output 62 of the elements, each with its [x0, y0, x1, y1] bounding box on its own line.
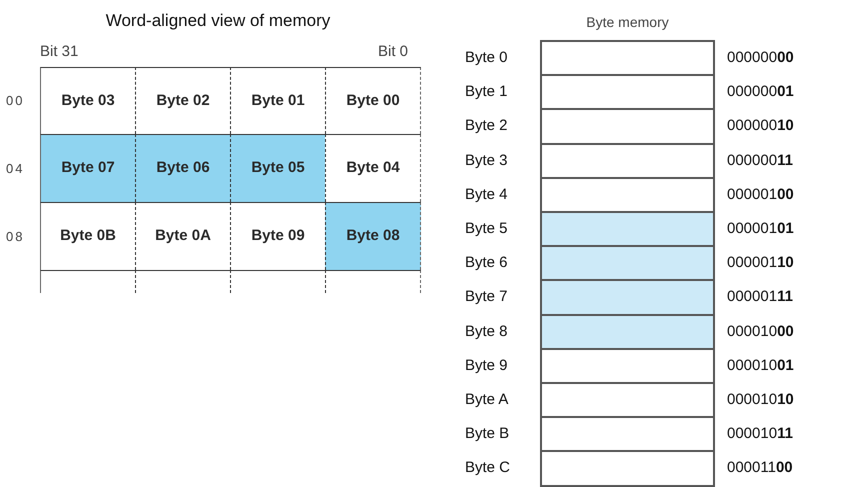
byte-label: Byte 4	[465, 184, 508, 205]
byte-label: Byte B	[465, 424, 510, 444]
text-label: Bit 31	[40, 42, 78, 62]
memory-cell	[40, 270, 135, 293]
byte-label: Byte C	[465, 458, 510, 478]
memory-cell: Byte 08	[325, 202, 421, 270]
text-label: Byte memory	[585, 13, 670, 32]
memory-cell: Byte 0B	[40, 202, 135, 270]
memory-cell: Byte 09	[230, 202, 325, 270]
byte-label: Byte 0	[465, 48, 508, 68]
address-label: 00000001	[727, 82, 794, 102]
memory-cell: Byte 06	[135, 134, 230, 202]
address-label: 00001100	[727, 458, 793, 478]
memory-cell: Byte 02	[135, 67, 230, 134]
byte-label: Byte 9	[465, 356, 508, 376]
memory-cell	[540, 40, 715, 76]
memory-cell: Byte 01	[230, 67, 325, 134]
memory-cell	[540, 245, 715, 282]
address-label: 00000101	[727, 219, 794, 239]
address-label: 00000110	[727, 253, 794, 274]
address-label: 00000000	[727, 48, 794, 68]
memory-cell	[540, 142, 715, 179]
memory-cell	[540, 382, 715, 418]
text-label: 04	[6, 160, 24, 178]
text-label: 00	[6, 92, 24, 110]
byte-label: Byte 8	[465, 322, 508, 342]
memory-cell: Byte 0A	[135, 202, 230, 270]
memory-cell	[540, 279, 715, 316]
address-label: 00001010	[727, 390, 794, 410]
memory-cell	[540, 314, 715, 350]
memory-cell	[540, 450, 715, 487]
memory-cell	[540, 416, 715, 452]
byte-label: Byte 5	[465, 219, 508, 239]
address-label: 00001000	[727, 322, 794, 342]
byte-label: Byte 2	[465, 116, 508, 136]
address-label: 00000011	[727, 150, 793, 171]
memory-cell: Byte 03	[40, 67, 135, 134]
memory-cell	[540, 176, 715, 213]
text-label: Word-aligned view of memory	[104, 10, 332, 32]
address-label: 00001011	[727, 424, 793, 444]
memory-cell: Byte 07	[40, 134, 135, 202]
byte-label: Byte 1	[465, 82, 508, 102]
address-label: 00000111	[727, 287, 793, 308]
byte-label: Byte A	[465, 390, 508, 410]
memory-cell: Byte 05	[230, 134, 325, 202]
memory-cell	[540, 348, 715, 384]
byte-label: Byte 7	[465, 287, 508, 308]
address-label: 00001001	[727, 356, 794, 376]
memory-cell	[135, 270, 230, 293]
memory-cell: Byte 00	[325, 67, 421, 134]
address-label: 00000100	[727, 184, 794, 205]
memory-cell	[540, 74, 715, 110]
address-label: 00000010	[727, 116, 794, 136]
memory-cell	[325, 270, 421, 293]
byte-label: Byte 3	[465, 150, 508, 171]
text-label: Bit 0	[378, 42, 408, 62]
memory-cell	[230, 270, 325, 293]
memory-cell	[540, 211, 715, 248]
text-label: 08	[6, 228, 24, 246]
memory-cell: Byte 04	[325, 134, 421, 202]
byte-label: Byte 6	[465, 253, 508, 274]
memory-cell	[540, 108, 715, 145]
